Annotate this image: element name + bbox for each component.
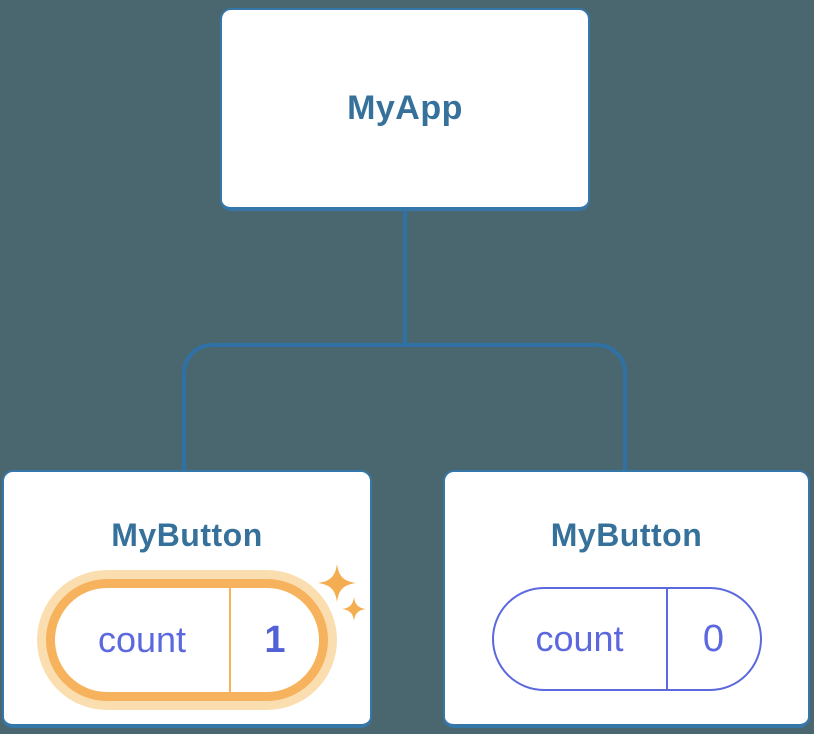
tree-node-root: MyApp: [220, 8, 590, 211]
sparkles-icon: [318, 564, 366, 621]
state-key: count: [97, 619, 187, 661]
tree-node-mybutton-right: MyButton count 0: [443, 470, 810, 728]
state-value: 1: [229, 588, 319, 693]
sparkle-large: [318, 564, 356, 602]
child-node-label: MyButton: [111, 517, 263, 553]
connector-stem: [403, 210, 407, 347]
state-pill-highlighted: count 1: [46, 579, 328, 702]
connector-branch: [182, 343, 627, 470]
state-pill-plain: count 0: [491, 587, 762, 692]
state-key: count: [535, 618, 624, 660]
state-value: 0: [665, 589, 760, 690]
tree-node-mybutton-left: MyButton count 1: [2, 470, 372, 728]
root-node-label: MyApp: [347, 89, 463, 127]
sparkle-small: [342, 597, 366, 621]
child-node-label: MyButton: [550, 517, 703, 553]
